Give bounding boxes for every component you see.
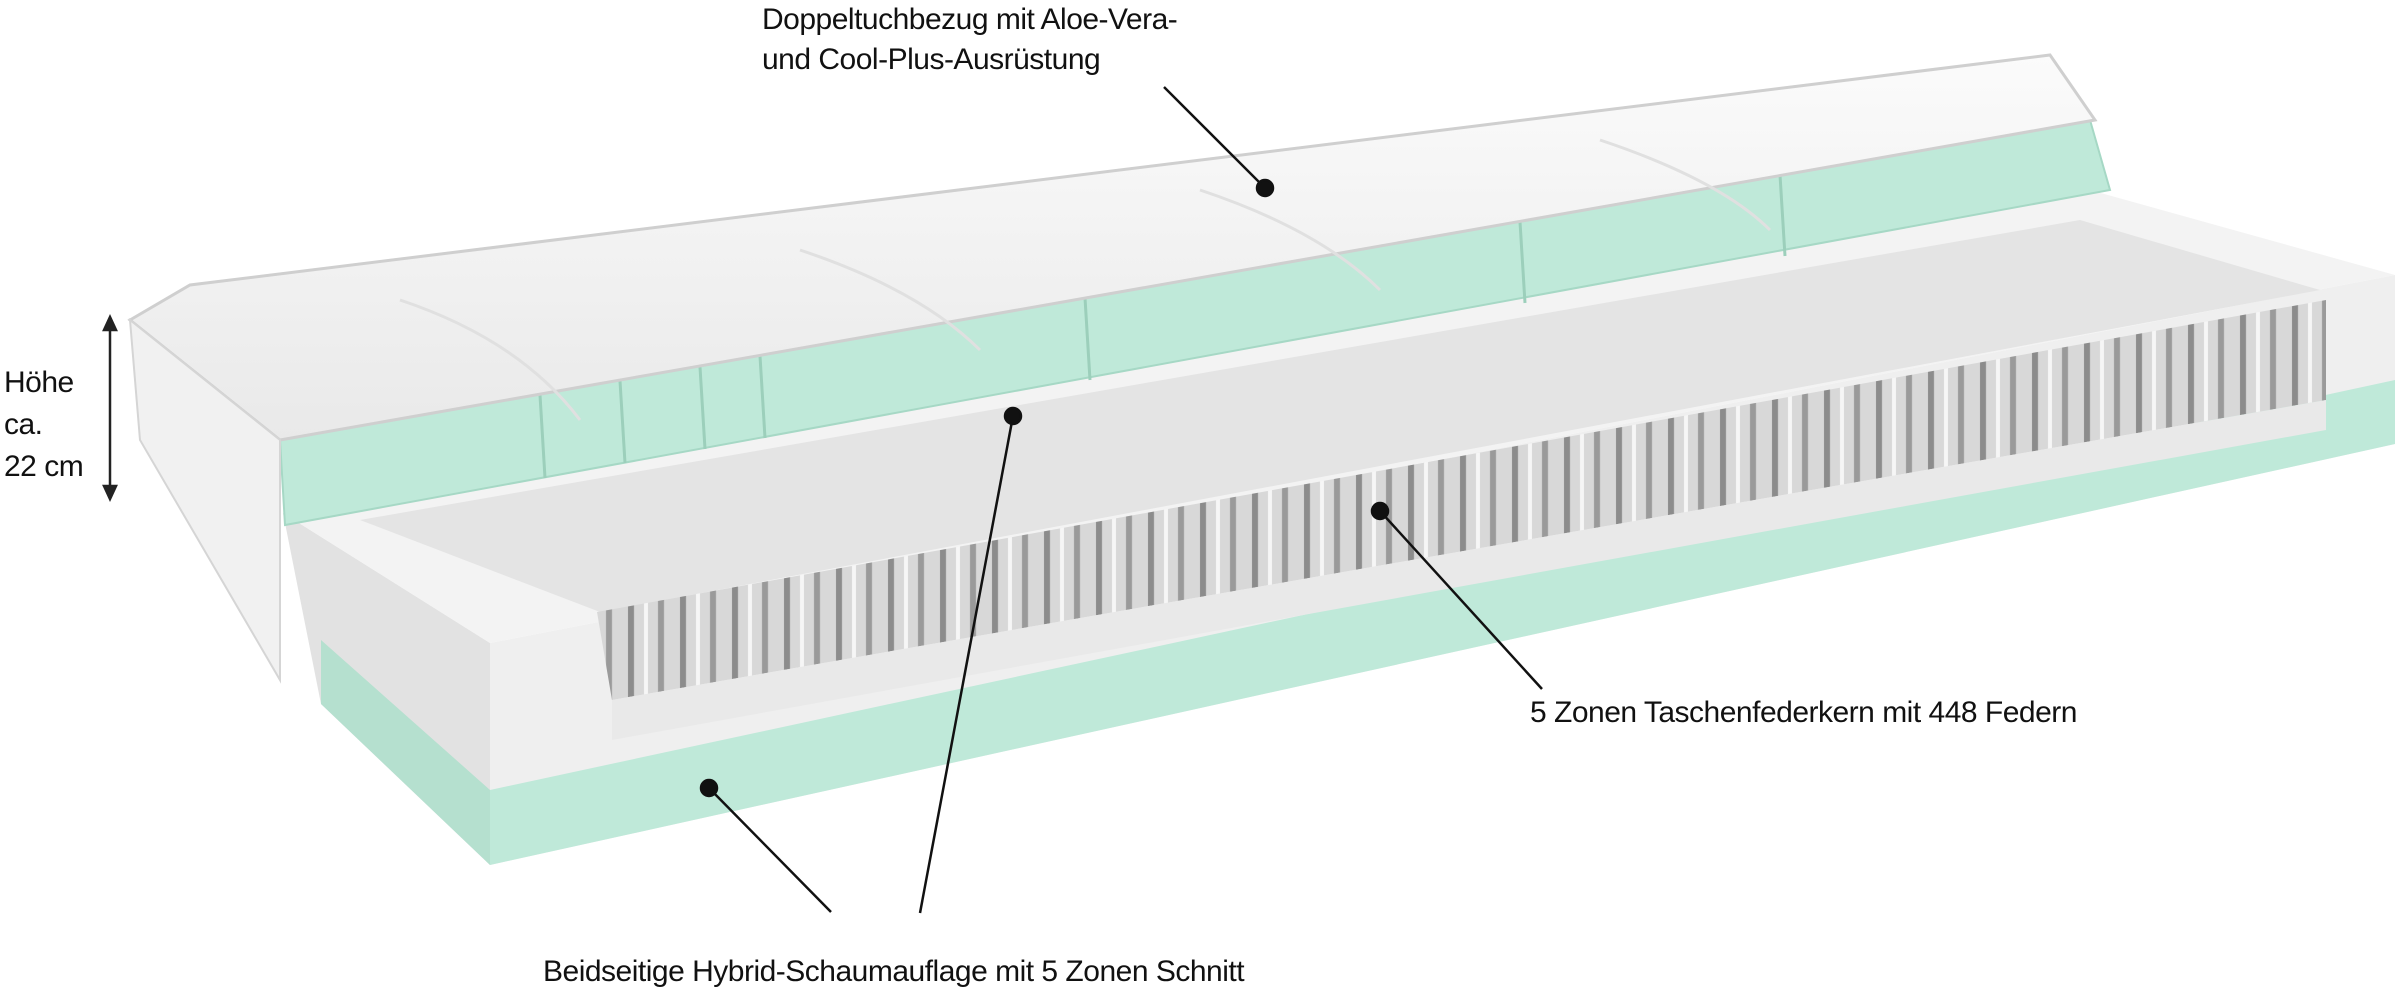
core-callout-dot	[1370, 501, 1390, 521]
height-label-line2: ca.	[4, 408, 43, 441]
cover-callout-dot	[1255, 178, 1275, 198]
pocket-springs	[597, 300, 2326, 700]
foam-callout-line-bottom	[708, 787, 832, 913]
mattress-cover	[127, 53, 2098, 684]
foam-callout-dot-bottom	[699, 778, 719, 798]
foam-callout-line-top	[918, 415, 1015, 914]
cover-label-line1: Doppeltuchbezug mit Aloe-Vera-	[762, 3, 1178, 36]
foam-label: Beidseitige Hybrid-Schaumauflage mit 5 Z…	[543, 955, 1245, 988]
height-label: Höhe ca. 22 cm	[4, 362, 84, 488]
core-label: 5 Zonen Taschenfederkern mit 448 Federn	[1530, 696, 2077, 729]
cover-label-line2: und Cool-Plus-Ausrüstung	[762, 43, 1101, 76]
height-label-line1: Höhe	[4, 366, 74, 399]
cover-label: Doppeltuchbezug mit Aloe-Vera- und Cool-…	[762, 0, 1178, 80]
height-arrow	[102, 314, 118, 502]
spring-core-frame	[283, 190, 2395, 865]
height-label-line3: 22 cm	[4, 450, 84, 483]
cover-callout-line	[1163, 86, 1266, 189]
foam-callout-dot-top	[1003, 406, 1023, 426]
core-callout-line	[1379, 510, 1543, 690]
